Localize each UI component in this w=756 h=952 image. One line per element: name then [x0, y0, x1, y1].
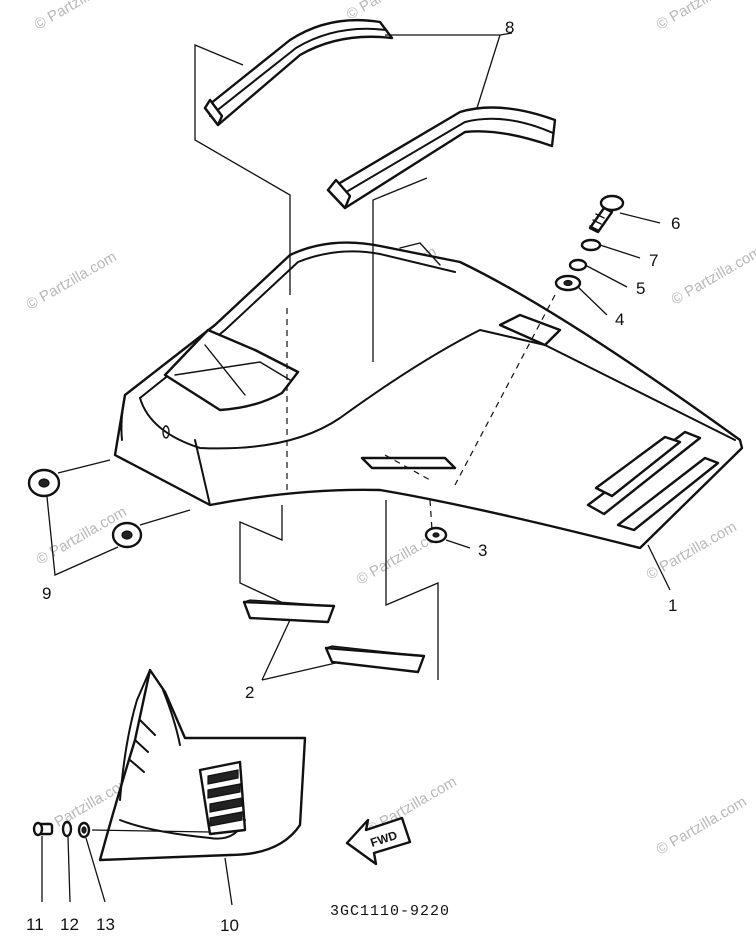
fwd-arrow-icon: FWD: [345, 816, 412, 866]
callout-3: 3: [478, 541, 487, 560]
part-9-grommets[interactable]: [27, 468, 143, 549]
part-12-washer[interactable]: [61, 820, 73, 838]
watermark: © Partzilla.com: [669, 243, 756, 308]
part-13-nut[interactable]: [77, 821, 91, 839]
callout-12: 12: [60, 915, 79, 934]
watermark: © Partzilla.com: [24, 248, 120, 313]
watermark: © Partzilla.com: [32, 0, 128, 33]
callout-4: 4: [615, 310, 624, 329]
part-7-washer[interactable]: [580, 238, 602, 252]
callout-13: 13: [96, 915, 115, 934]
callout-2: 2: [245, 683, 254, 702]
callout-7: 7: [649, 251, 658, 270]
watermark: © Partzilla.com: [654, 793, 750, 858]
callout-10: 10: [220, 916, 239, 935]
part-5-collar[interactable]: [568, 258, 588, 272]
callout-11: 11: [26, 915, 44, 934]
part-8-trim-strips[interactable]: [203, 18, 557, 210]
part-4-grommet[interactable]: [554, 274, 582, 292]
callout-1: 1: [668, 596, 677, 615]
alignment-lines: [286, 294, 556, 531]
part-6-screw[interactable]: [588, 194, 625, 234]
assembly-guides: [194, 44, 439, 680]
part-3-nut[interactable]: [424, 526, 448, 544]
diagram-code: 3GC1110-9220: [330, 903, 450, 920]
callout-5: 5: [636, 279, 645, 298]
callout-8: 8: [505, 18, 514, 37]
part-2-rubber-strips[interactable]: [242, 599, 426, 674]
part-1-main-cover[interactable]: [113, 241, 744, 550]
part-10-front-cover[interactable]: [98, 668, 307, 862]
callout-leaders: [41, 32, 671, 906]
watermark: © Partzilla.com: [654, 0, 750, 33]
part-11-bolt[interactable]: [32, 821, 54, 837]
callouts: 8 6 7 5 4 3 1 9 2 10 11 12 13: [26, 18, 680, 935]
callout-6: 6: [671, 214, 680, 233]
callout-9: 9: [42, 584, 51, 603]
